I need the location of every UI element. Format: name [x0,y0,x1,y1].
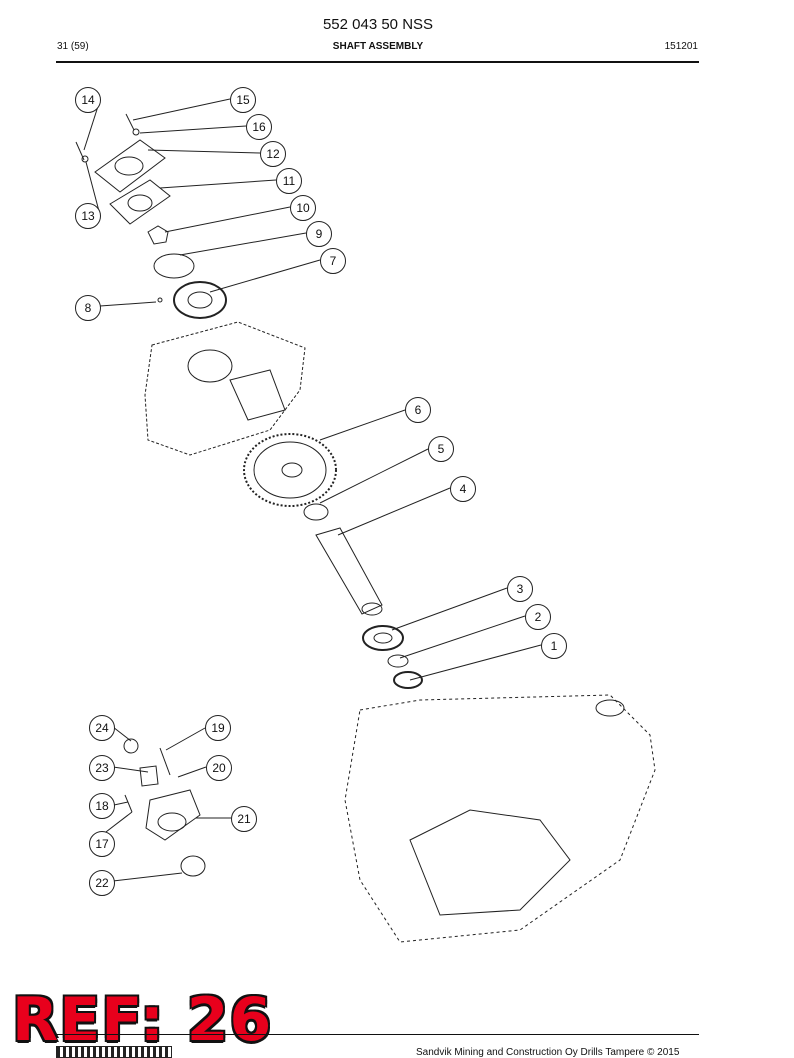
doc-number: 552 043 50 NSS [322,16,434,33]
header-rule [56,61,699,63]
callout-10: 10 [290,195,316,221]
callout-15: 15 [230,87,256,113]
company-logo [56,1046,172,1058]
callout-24: 24 [89,715,115,741]
callout-22: 22 [89,870,115,896]
callout-7: 7 [320,248,346,274]
callout-12: 12 [260,141,286,167]
revision-date: 151201 [664,41,698,52]
callout-1: 1 [541,633,567,659]
callout-21: 21 [231,806,257,832]
callout-8: 8 [75,295,101,321]
sheet-title: SHAFT ASSEMBLY [332,41,424,52]
callout-3: 3 [507,576,533,602]
footer-rule [56,1034,699,1035]
callout-13: 13 [75,203,101,229]
callout-6: 6 [405,397,431,423]
reference-stamp: REF: 26 [12,985,273,1055]
callout-9: 9 [306,221,332,247]
callout-18: 18 [89,793,115,819]
callout-11: 11 [276,168,302,194]
callout-2: 2 [525,604,551,630]
callout-16: 16 [246,114,272,140]
callout-20: 20 [206,755,232,781]
callout-14: 14 [75,87,101,113]
callout-4: 4 [450,476,476,502]
callout-19: 19 [205,715,231,741]
callout-5: 5 [428,436,454,462]
callout-23: 23 [89,755,115,781]
callout-17: 17 [89,831,115,857]
page-number: 31 (59) [57,41,89,52]
